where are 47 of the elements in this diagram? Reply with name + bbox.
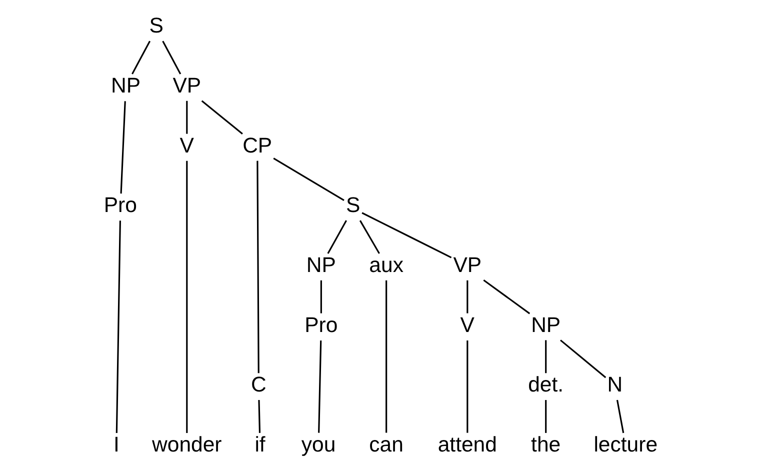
connector [258, 400, 261, 432]
node-text: NP [110, 72, 141, 97]
connector [273, 157, 344, 201]
connector [560, 339, 606, 378]
node-text: VP [172, 72, 202, 97]
connector [132, 40, 151, 74]
node-text: can [369, 432, 404, 456]
connector [327, 220, 348, 254]
node-text: Pro [104, 192, 137, 217]
node-text: S [346, 192, 360, 217]
connector [186, 160, 188, 433]
node-text: N [607, 372, 623, 396]
connector [201, 100, 243, 134]
node-text: the [531, 432, 561, 456]
connector [162, 40, 182, 74]
node-text: you [301, 432, 336, 456]
node-text: NP [306, 252, 336, 276]
node-text: if [254, 432, 266, 456]
node-text: Pro [304, 312, 338, 336]
node-text: attend [438, 432, 497, 456]
node-text: C [251, 372, 266, 396]
connector [386, 280, 388, 432]
node-text: det. [528, 372, 564, 396]
node-text: V [180, 132, 194, 157]
node-text: CP [242, 132, 272, 157]
node-text: S [149, 13, 164, 38]
connector [359, 220, 380, 254]
node-text: lecture [594, 432, 658, 456]
connector [116, 220, 121, 432]
connector [120, 100, 126, 194]
connector [466, 340, 468, 432]
connector [318, 340, 322, 432]
connector [256, 160, 260, 373]
connector [320, 280, 322, 313]
node-text: aux [369, 252, 404, 276]
node-text: wonder [152, 432, 222, 456]
connector [186, 100, 188, 134]
node-text: VP [453, 252, 482, 276]
connector [616, 399, 624, 433]
connector [545, 400, 547, 432]
node-text: I [113, 432, 120, 456]
connector [466, 280, 468, 313]
connector [362, 212, 452, 258]
connector [545, 340, 547, 373]
node-text: NP [531, 312, 561, 336]
connector [483, 278, 530, 314]
node-text: V [460, 312, 475, 336]
